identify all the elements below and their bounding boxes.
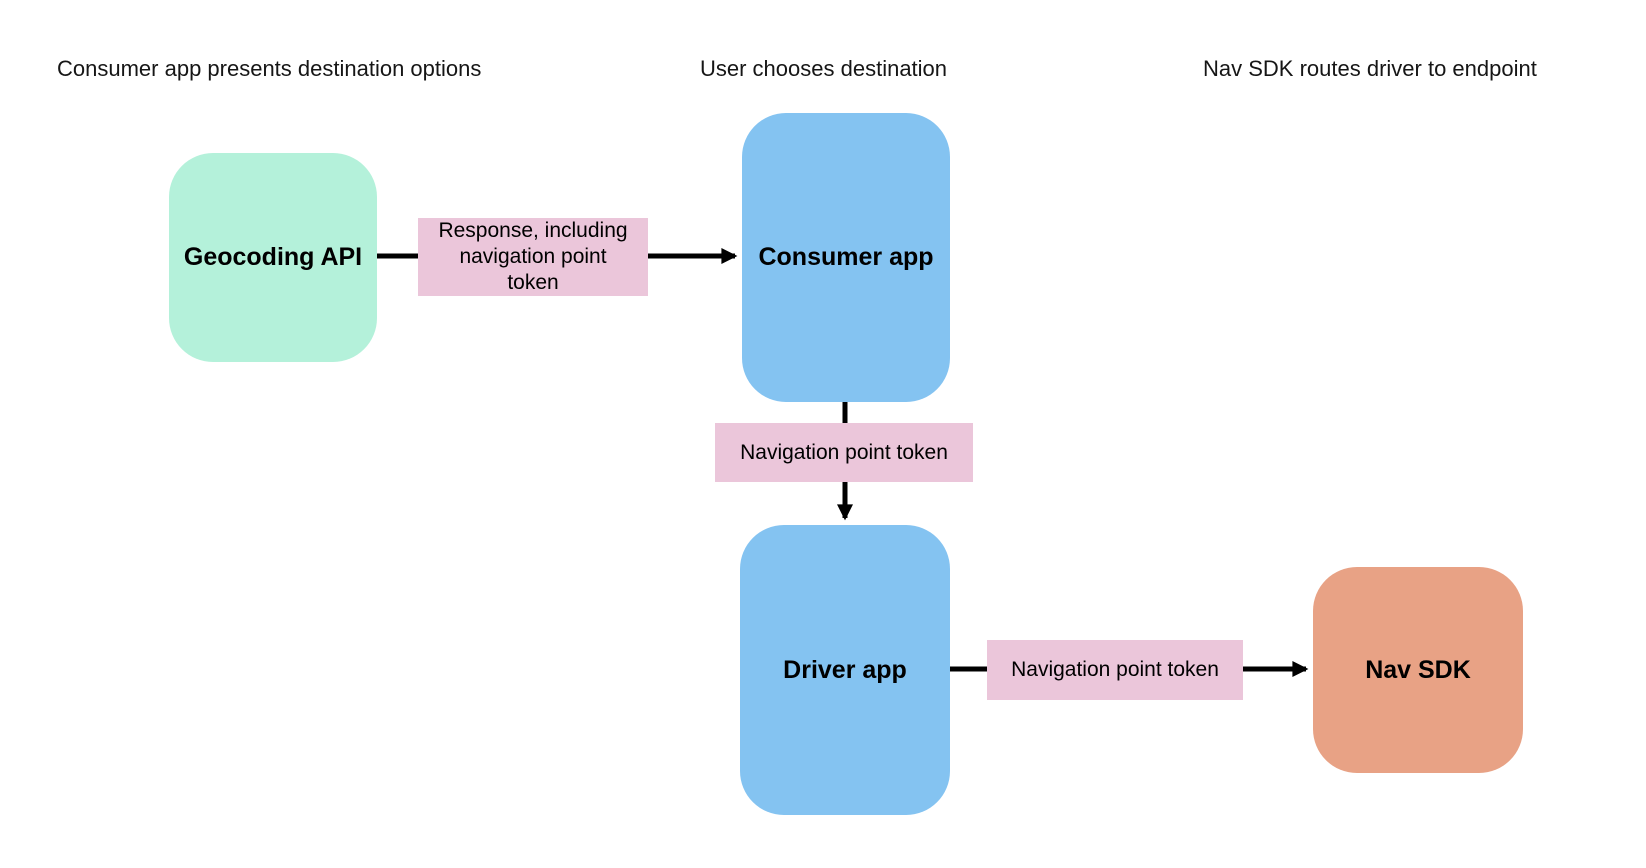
node-consumer-app: Consumer app [742, 113, 950, 402]
node-driver-app-label: Driver app [783, 655, 907, 684]
node-geocoding-api: Geocoding API [169, 153, 377, 362]
edge-label-navigation-point-token-horizontal: Navigation point token [987, 640, 1243, 700]
node-nav-sdk: Nav SDK [1313, 567, 1523, 773]
column-header-navsdk-routes: Nav SDK routes driver to endpoint [1203, 56, 1537, 81]
column-header-user-chooses: User chooses destination [700, 56, 948, 81]
column-header-consumer-presents: Consumer app presents destination option… [57, 56, 482, 81]
node-nav-sdk-label: Nav SDK [1365, 655, 1471, 684]
node-geocoding-api-label: Geocoding API [183, 243, 363, 271]
node-driver-app: Driver app [740, 525, 950, 815]
edge-label-response-including-token: Response, including navigation point tok… [418, 218, 648, 296]
node-consumer-app-label: Consumer app [758, 243, 934, 271]
edge-label-navigation-point-token-vertical: Navigation point token [715, 423, 973, 482]
